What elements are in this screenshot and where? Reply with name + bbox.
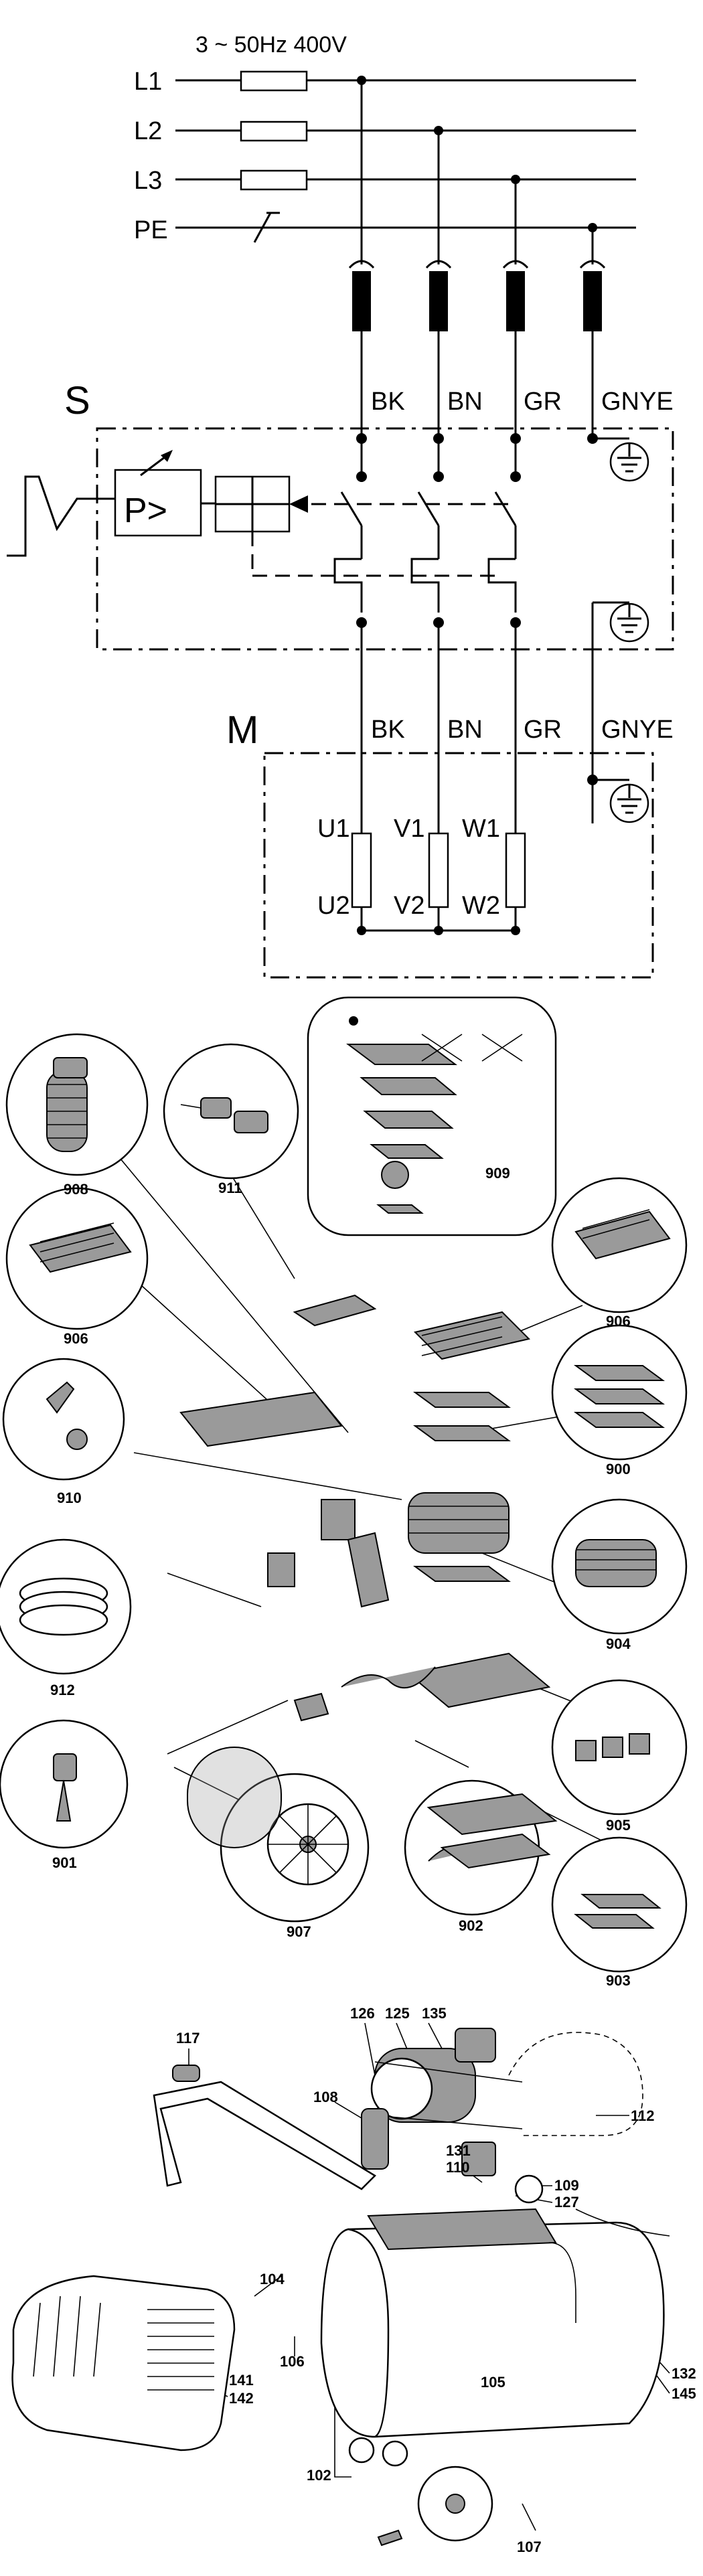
caster-right bbox=[382, 2440, 408, 2467]
switch-box bbox=[96, 427, 674, 651]
callout-110: 110 bbox=[446, 2159, 470, 2176]
cable-plugs bbox=[348, 260, 606, 331]
switch-contacts bbox=[333, 433, 521, 628]
callout-109: 109 bbox=[554, 2177, 579, 2194]
callout-112: 112 bbox=[631, 2107, 655, 2124]
callout-906-right: 906 bbox=[606, 1313, 631, 1330]
callout-912: 912 bbox=[50, 1682, 75, 1698]
line-label-l3: L3 bbox=[134, 167, 162, 195]
callout-131: 131 bbox=[446, 2142, 471, 2159]
motor-wire-bk: BK bbox=[371, 716, 405, 744]
callout-908: 908 bbox=[64, 1181, 88, 1198]
switch-wire-bk: BK bbox=[371, 388, 405, 416]
fuse-l1 bbox=[240, 70, 308, 92]
winding-u bbox=[351, 832, 372, 908]
belt-guard-vents bbox=[33, 2296, 214, 2391]
motor-wire-gr: GR bbox=[524, 716, 562, 744]
terminal-v2: V2 bbox=[394, 892, 424, 920]
switch-wire-bn: BN bbox=[447, 388, 483, 416]
callout-117: 117 bbox=[176, 2030, 200, 2046]
terminal-u1: U1 bbox=[317, 815, 350, 843]
callout-903: 903 bbox=[606, 1972, 631, 1989]
callout-132: 132 bbox=[672, 2365, 696, 2382]
tank-end bbox=[347, 2228, 390, 2438]
winding-w bbox=[505, 832, 526, 908]
tank bbox=[320, 2221, 665, 2438]
pump-assembly bbox=[179, 1294, 558, 1869]
terminal-v1: V1 bbox=[394, 815, 424, 843]
callout-126: 126 bbox=[350, 2005, 375, 2022]
fuse-l3 bbox=[240, 169, 308, 191]
wheel-bolt bbox=[377, 2529, 403, 2547]
switch-wire-gr: GR bbox=[524, 388, 562, 416]
line-label-l1: L1 bbox=[134, 68, 162, 96]
callout-127: 127 bbox=[554, 2194, 579, 2210]
terminal-w1: W1 bbox=[462, 815, 500, 843]
callout-106: 106 bbox=[280, 2353, 305, 2370]
pump-outline bbox=[508, 2032, 643, 2136]
callout-904: 904 bbox=[606, 1635, 631, 1652]
callout-901: 901 bbox=[52, 1854, 77, 1871]
callout-104: 104 bbox=[260, 2271, 285, 2287]
callout-125: 125 bbox=[385, 2005, 410, 2022]
supply-label: 3 ~ 50Hz 400V bbox=[196, 32, 347, 58]
pressure-switch-box bbox=[114, 469, 202, 537]
callout-135: 135 bbox=[422, 2005, 447, 2022]
callout-911: 911 bbox=[218, 1180, 242, 1196]
motor-label: M bbox=[226, 708, 258, 752]
pump-exploded-view: 908 911 909 906 906 900 910 904 912 905 … bbox=[0, 996, 688, 1989]
callout-910: 910 bbox=[57, 1490, 82, 1506]
motor-pulley bbox=[370, 2057, 433, 2120]
caster-left bbox=[348, 2437, 375, 2464]
callout-102: 102 bbox=[307, 2467, 331, 2484]
pressure-symbol: P> bbox=[124, 491, 167, 530]
regulator bbox=[361, 2108, 389, 2170]
switch-label: S bbox=[64, 379, 90, 422]
earth-symbols bbox=[587, 433, 649, 823]
fuse-l2 bbox=[240, 120, 308, 142]
line-label-pe: PE bbox=[134, 216, 168, 244]
motor-terminal-box bbox=[455, 2028, 496, 2063]
motor-wire-gnye: GNYE bbox=[601, 716, 674, 744]
switch-wire-gnye: GNYE bbox=[601, 388, 674, 416]
pressure-switch bbox=[461, 2142, 496, 2176]
callout-141: 141 bbox=[229, 2372, 254, 2389]
power-cord bbox=[575, 2208, 670, 2237]
callout-108: 108 bbox=[313, 2089, 338, 2105]
pump-leader-lines bbox=[100, 1134, 603, 1842]
callout-906-left: 906 bbox=[64, 1330, 88, 1347]
callout-107: 107 bbox=[517, 2539, 542, 2555]
callout-905: 905 bbox=[606, 1817, 631, 1834]
belt-guard bbox=[11, 2275, 236, 2451]
callout-907: 907 bbox=[287, 1923, 311, 1940]
line-label-l2: L2 bbox=[134, 117, 162, 145]
callout-900: 900 bbox=[606, 1461, 631, 1477]
callout-145: 145 bbox=[672, 2385, 696, 2402]
terminal-w2: W2 bbox=[462, 892, 500, 920]
terminal-u2: U2 bbox=[317, 892, 350, 920]
pe-mark bbox=[253, 212, 272, 243]
handle-grip bbox=[172, 2065, 200, 2082]
handle bbox=[153, 2081, 377, 2190]
gauge bbox=[514, 2174, 544, 2204]
detail-parts bbox=[19, 1016, 671, 1929]
callout-909: 909 bbox=[485, 1165, 510, 1182]
compressor-exploded-view: 117 126 125 135 108 112 131 110 109 127 … bbox=[11, 2005, 696, 2555]
winding-v bbox=[428, 832, 449, 908]
pressure-line bbox=[7, 475, 115, 557]
wiring-diagram: 3 ~ 50Hz 400V L1 L2 L3 PE bbox=[7, 32, 674, 979]
motor-box bbox=[263, 752, 654, 979]
belt bbox=[374, 2061, 523, 2129]
motor-wire-bn: BN bbox=[447, 716, 483, 744]
callout-142: 142 bbox=[229, 2390, 254, 2407]
outlet-pipe bbox=[548, 2242, 576, 2323]
callout-105: 105 bbox=[481, 2374, 505, 2391]
callout-902: 902 bbox=[459, 1917, 483, 1934]
tank-platform bbox=[367, 2208, 557, 2251]
